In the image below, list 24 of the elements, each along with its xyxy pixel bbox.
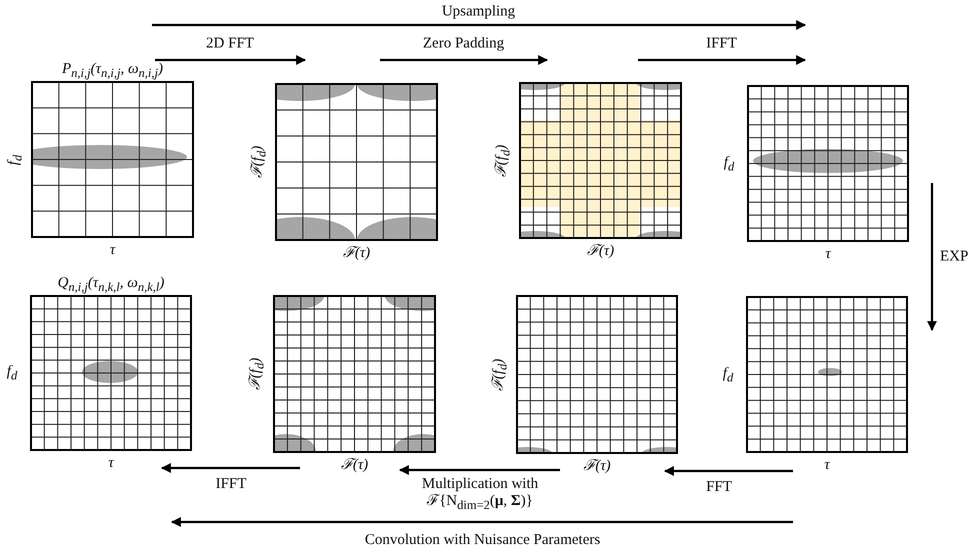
arrow (161, 463, 300, 473)
axis-label: ℱ(τ) (583, 459, 611, 474)
arrow (927, 183, 937, 331)
arrow (171, 517, 793, 527)
axis-label: τ (824, 458, 830, 473)
arrow (155, 55, 306, 65)
arrow (152, 20, 806, 30)
edge-label: Upsampling (440, 3, 518, 21)
axis-label: τ (110, 243, 116, 258)
plot-title: Q$_{n,i,j}$(τ$_{n,k,l}$, ω$_{n,k,l}$) (58, 276, 164, 294)
axis-label: f$_{d}$ (724, 154, 734, 172)
plot-title: P$_{n,i,j}$(τ$_{n,i,j}$, ω$_{n,i,j}$) (62, 62, 163, 80)
arrow (399, 465, 560, 475)
arrow (638, 55, 806, 65)
axis-label: τ (825, 247, 831, 262)
arrow (664, 466, 793, 476)
axis-label: τ (108, 456, 114, 471)
axis-label: f$_{d}$ (6, 364, 18, 382)
axis-label: ℱ(τ) (340, 458, 368, 473)
axis-label: ℱ(τ) (586, 244, 614, 259)
arrow (380, 55, 548, 65)
axis-label: f$_{d}$ (722, 366, 734, 384)
edge-label: Zero Padding (420, 35, 506, 53)
axis-label: ℱ(τ) (342, 246, 370, 261)
